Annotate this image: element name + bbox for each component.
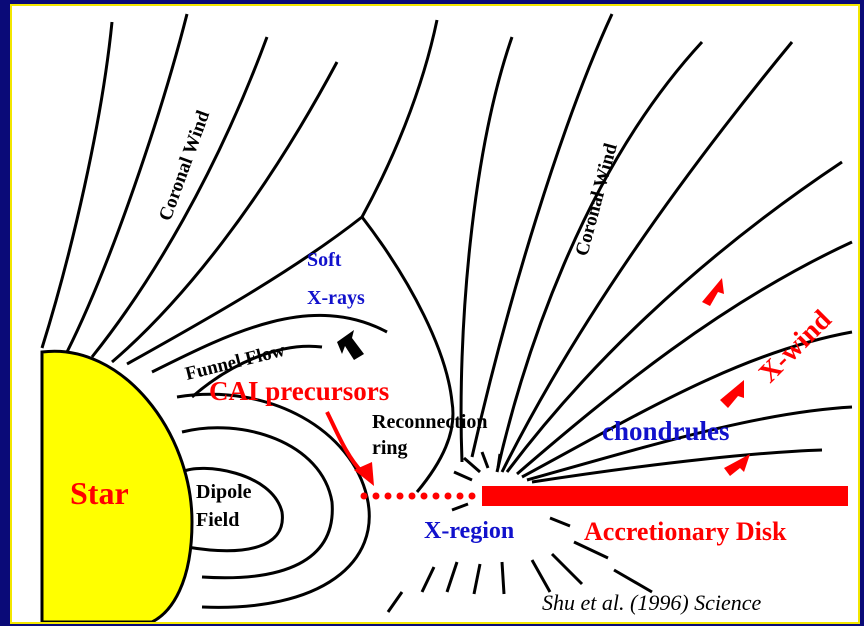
field-line bbox=[42, 22, 112, 348]
tick bbox=[452, 504, 468, 510]
tick bbox=[498, 454, 500, 468]
tick bbox=[474, 564, 480, 594]
reconnection-ring-label-line2: ring bbox=[372, 437, 408, 459]
tick bbox=[502, 562, 504, 594]
wind-arrow bbox=[720, 380, 744, 408]
dot bbox=[421, 493, 428, 500]
dot bbox=[409, 493, 416, 500]
tick bbox=[454, 472, 472, 480]
chondrules-label: chondrules bbox=[602, 416, 730, 446]
dot bbox=[457, 493, 464, 500]
x-region-label: X-region bbox=[424, 518, 514, 544]
tick bbox=[552, 554, 582, 584]
accretionary-disk bbox=[482, 486, 848, 506]
dot bbox=[373, 493, 380, 500]
tick bbox=[422, 567, 434, 592]
x-wind-label: X-wind bbox=[753, 304, 838, 389]
dipole-label-line1: Dipole bbox=[196, 481, 252, 503]
coronal-wind-right-label: Coronal Wind bbox=[572, 141, 622, 259]
soft-xrays-label-line1: Soft bbox=[307, 249, 342, 271]
reconnection-ring-label-line1: Reconnection bbox=[372, 411, 488, 433]
dipole-label-line2: Field bbox=[196, 509, 239, 531]
dot bbox=[445, 493, 452, 500]
cai-precursors-label: CAI precursors bbox=[209, 376, 389, 406]
cai-arrow-shaft bbox=[327, 412, 362, 472]
field-line bbox=[497, 42, 702, 472]
x-wind-diagram: Star Dipole Field Funnel Flow Soft X-ray… bbox=[12, 6, 858, 622]
x-wind-arrows bbox=[702, 278, 750, 476]
field-line bbox=[502, 42, 792, 472]
star-label: Star bbox=[70, 475, 129, 511]
dot bbox=[385, 493, 392, 500]
dot bbox=[397, 493, 404, 500]
tick bbox=[388, 592, 402, 612]
tick bbox=[482, 452, 488, 468]
cai-arrow bbox=[327, 412, 374, 486]
tick bbox=[464, 458, 480, 472]
tick bbox=[532, 560, 550, 592]
funnel-flow-arrow bbox=[337, 330, 364, 360]
wind-arrow bbox=[702, 278, 724, 306]
tick bbox=[614, 570, 652, 592]
soft-xrays-label-line2: X-rays bbox=[307, 287, 365, 309]
dot bbox=[361, 493, 368, 500]
dot bbox=[469, 493, 476, 500]
cai-dotted-path bbox=[361, 493, 476, 500]
citation-label: Shu et al. (1996) Science bbox=[542, 590, 762, 615]
tick bbox=[447, 562, 457, 592]
dot bbox=[433, 493, 440, 500]
disk-label-tick bbox=[550, 518, 570, 526]
coronal-wind-left-label: Coronal Wind bbox=[155, 107, 214, 223]
accretionary-disk-label: Accretionary Disk bbox=[584, 517, 787, 546]
diagram-panel: Star Dipole Field Funnel Flow Soft X-ray… bbox=[10, 4, 860, 624]
